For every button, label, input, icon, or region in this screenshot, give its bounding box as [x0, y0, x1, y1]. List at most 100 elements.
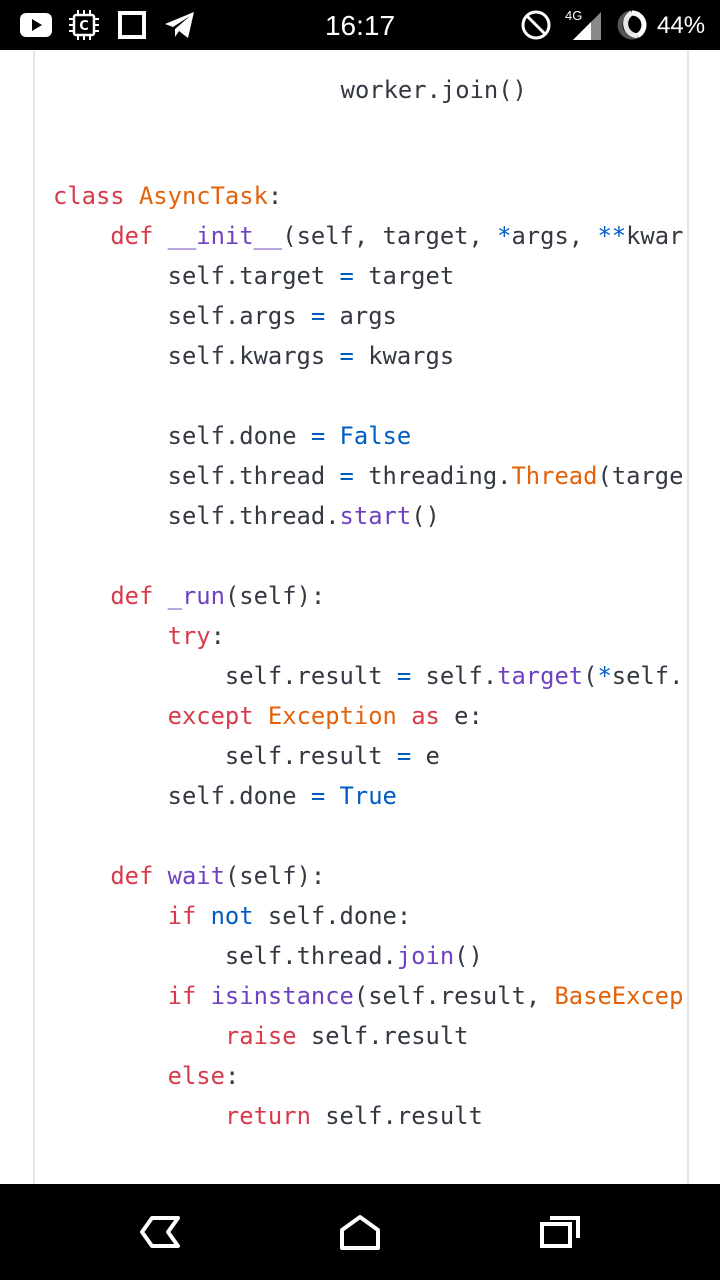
- code-token: def: [110, 222, 168, 250]
- code-token: =: [339, 262, 354, 290]
- code-token: self.done: [53, 422, 311, 450]
- code-token: self.result: [53, 662, 397, 690]
- cpu-chip-icon: C: [66, 8, 102, 42]
- code-token: target: [497, 662, 584, 690]
- code-token: self.: [611, 662, 684, 690]
- code-line: self.done = False: [53, 416, 412, 456]
- code-token: True: [339, 782, 397, 810]
- code-token: e: [411, 742, 440, 770]
- code-token: [325, 422, 339, 450]
- code-token: Exception: [267, 702, 397, 730]
- code-block[interactable]: worker.join() class AsyncTask: def __ini…: [33, 50, 689, 1184]
- code-token: *: [597, 662, 612, 690]
- navigation-bar: [0, 1184, 720, 1280]
- code-token: [53, 1022, 225, 1050]
- code-token: threading.: [353, 462, 512, 490]
- code-token: else: [167, 1062, 225, 1090]
- code-token: =: [339, 342, 354, 370]
- code-token: self.kwargs: [53, 342, 340, 370]
- code-token: [53, 902, 168, 930]
- code-token: [53, 222, 110, 250]
- code-line: self.result = e: [53, 736, 440, 776]
- home-icon: [340, 1215, 380, 1250]
- code-token: [53, 982, 168, 1010]
- code-line: if isinstance(self.result, BaseExcep: [53, 976, 684, 1016]
- back-icon: [140, 1216, 180, 1248]
- battery-ring-icon: [614, 8, 650, 42]
- code-line: self.kwargs = kwargs: [53, 336, 455, 376]
- code-token: (targe: [597, 462, 684, 490]
- code-token: self.thread.: [53, 502, 340, 530]
- code-token: class: [53, 182, 139, 210]
- code-token: target: [353, 262, 455, 290]
- code-token: [53, 622, 168, 650]
- code-line: self.thread = threading.Thread(targe: [53, 456, 684, 496]
- code-token: wait: [167, 862, 225, 890]
- code-token: kwargs: [353, 342, 455, 370]
- code-token: _run: [167, 582, 225, 610]
- code-partial-text: worker.join(): [340, 76, 527, 104]
- code-token: self.thread: [53, 462, 340, 490]
- recents-icon: [540, 1216, 580, 1248]
- code-token: args: [325, 302, 397, 330]
- code-token: self.thread.: [53, 942, 397, 970]
- code-line: self.thread.start(): [53, 496, 440, 536]
- youtube-icon: [18, 8, 54, 42]
- code-token: kwar: [626, 222, 684, 250]
- code-token: self.result: [53, 742, 397, 770]
- code-token: =: [310, 422, 326, 450]
- code-token: if: [167, 902, 211, 930]
- code-token: (): [411, 502, 440, 530]
- code-token: not: [210, 902, 254, 930]
- code-line: def __init__(self, target, *args, **kwar: [53, 216, 683, 256]
- code-line: else:: [53, 1056, 240, 1096]
- code-token: :: [224, 1062, 240, 1090]
- code-line: def _run(self):: [53, 576, 325, 616]
- code-token: self.done: [53, 782, 311, 810]
- code-token: (self):: [224, 582, 326, 610]
- back-button[interactable]: [120, 1202, 200, 1262]
- battery-percent: 44%: [657, 12, 706, 39]
- code-token: [53, 1102, 225, 1130]
- code-token: BaseExcep: [554, 982, 684, 1010]
- code-line: self.done = True: [53, 776, 397, 816]
- do-not-disturb-icon: [518, 8, 554, 42]
- code-token: def: [110, 582, 168, 610]
- code-token: (self):: [224, 862, 326, 890]
- code-token: :: [210, 622, 225, 650]
- home-button[interactable]: [320, 1202, 400, 1262]
- code-token: (self, target,: [282, 222, 498, 250]
- code-token: self.target: [53, 262, 340, 290]
- code-line: def wait(self):: [53, 856, 325, 896]
- code-token: [53, 1062, 168, 1090]
- code-line: raise self.result: [53, 1016, 469, 1056]
- code-token: [53, 702, 168, 730]
- svg-text:C: C: [79, 19, 89, 34]
- code-token: :: [267, 182, 283, 210]
- code-token: __init__: [167, 222, 283, 250]
- code-token: self.done:: [253, 902, 412, 930]
- code-token: self.: [411, 662, 498, 690]
- code-token: (): [454, 942, 483, 970]
- code-line: if not self.done:: [53, 896, 412, 936]
- code-token: =: [396, 742, 412, 770]
- code-token: raise: [224, 1022, 297, 1050]
- recents-button[interactable]: [520, 1202, 600, 1262]
- code-line: try:: [53, 616, 225, 656]
- code-token: self.result: [296, 1022, 469, 1050]
- code-token: (self.result,: [353, 982, 555, 1010]
- code-line: return self.result: [53, 1096, 483, 1136]
- code-token: def: [110, 862, 168, 890]
- code-token: =: [396, 662, 412, 690]
- code-token: join: [396, 942, 455, 970]
- code-token: False: [339, 422, 412, 450]
- code-token: [53, 582, 110, 610]
- code-line: self.args = args: [53, 296, 397, 336]
- code-line: self.result = self.target(*self.: [53, 656, 684, 696]
- page-content[interactable]: worker.join() class AsyncTask: def __ini…: [0, 50, 720, 1184]
- code-line: self.thread.join(): [53, 936, 483, 976]
- code-token: return: [224, 1102, 311, 1130]
- code-token: AsyncTask: [138, 182, 268, 210]
- code-token: isinstance: [210, 982, 354, 1010]
